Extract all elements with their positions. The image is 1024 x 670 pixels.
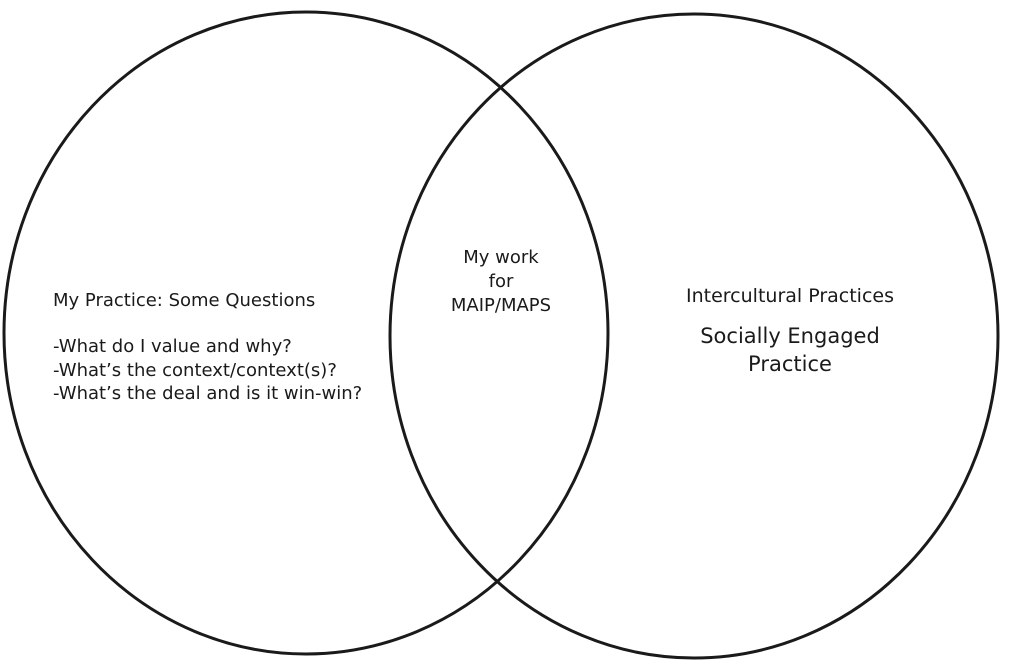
question-item: -What’s the context/context(s)? — [53, 359, 337, 381]
overlap-line: MAIP/MAPS — [450, 294, 552, 316]
question-item: -What do I value and why? — [53, 335, 292, 357]
left-circle — [2, 10, 610, 656]
right-circle-title: Intercultural Practices — [686, 285, 894, 307]
overlap-line: My work — [463, 247, 539, 268]
overlap-line: for — [488, 270, 514, 292]
right-circle-subtitle-line: Socially Engaged — [700, 324, 880, 349]
right-circle — [388, 12, 1000, 660]
overlap-label: My work for MAIP/MAPS — [421, 246, 581, 317]
right-circle-subtitle-line: Practice — [748, 351, 832, 376]
left-circle-title: My Practice: Some Questions — [53, 290, 316, 311]
right-circle-label: Intercultural Practices Socially Engaged… — [660, 284, 920, 379]
left-circle-label: My Practice: Some Questions -What do I v… — [53, 289, 362, 406]
question-item: -What’s the deal and is it win-win? — [53, 383, 363, 405]
